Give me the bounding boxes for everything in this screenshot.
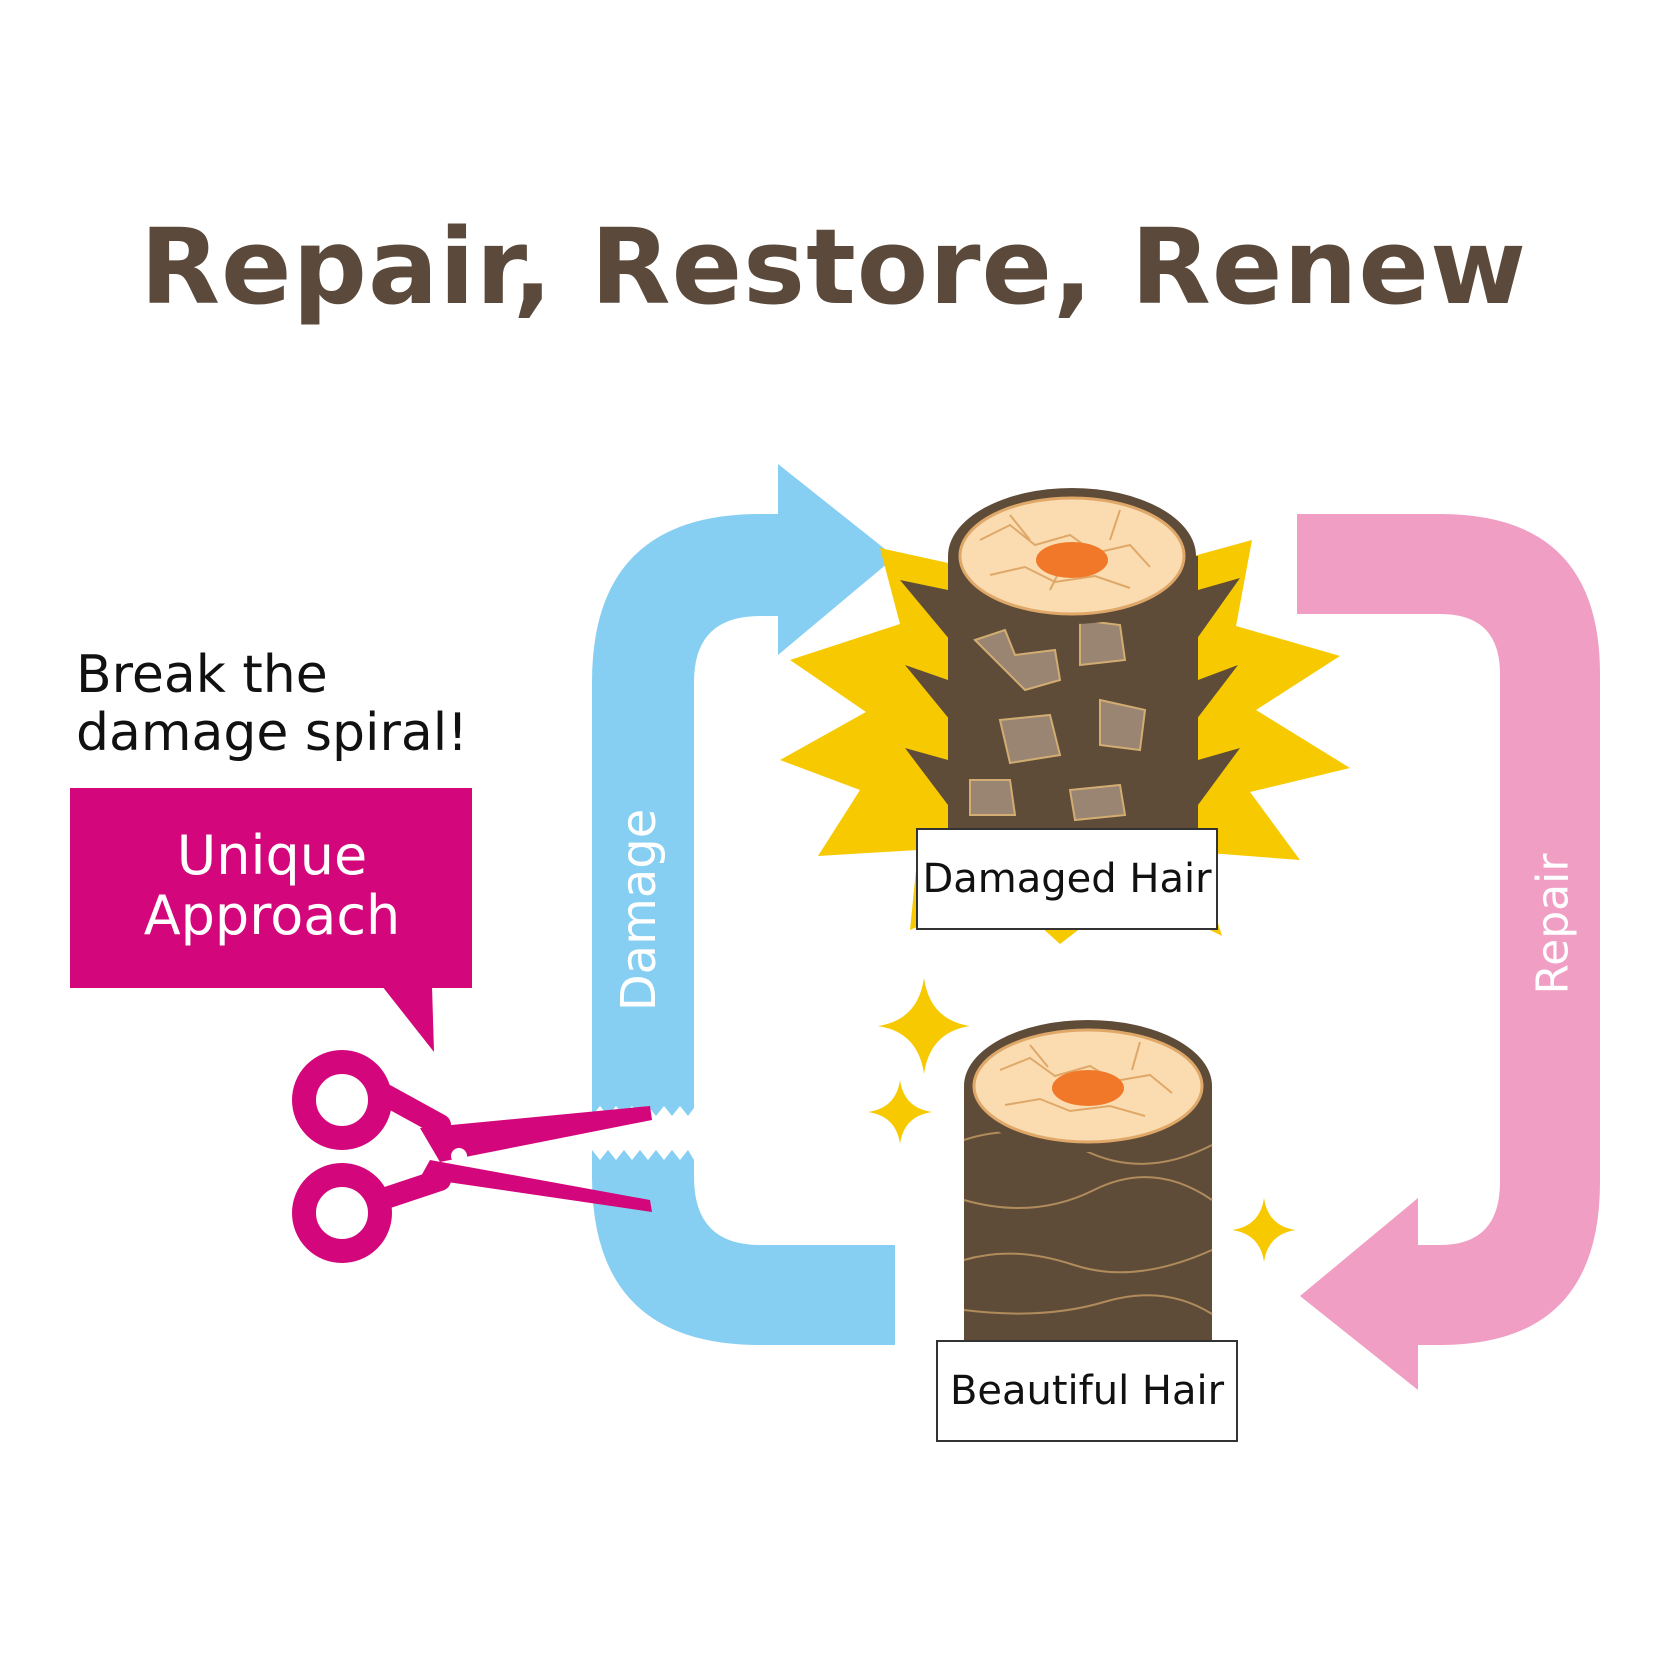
- repair-arrow-head: [1300, 1198, 1418, 1390]
- damaged-hair-label: Damaged Hair: [916, 828, 1218, 930]
- repair-arrow-body: [1297, 514, 1600, 1345]
- sparkle-icon: [868, 978, 1296, 1262]
- tagline-line-2: damage spiral!: [76, 703, 469, 763]
- page-title: Repair, Restore, Renew: [139, 206, 1528, 328]
- damage-arrow-label: Damage: [611, 808, 667, 1012]
- damaged-hair-illustration: [900, 488, 1240, 832]
- repair-arrow: [1297, 514, 1600, 1390]
- tagline-line-1: Break the: [76, 645, 328, 705]
- repair-arrow-label: Repair: [1527, 853, 1579, 995]
- beautiful-hair-label: Beautiful Hair: [936, 1340, 1238, 1442]
- tagline: Break the damage spiral!: [76, 646, 516, 762]
- approach-line-2: Approach: [143, 884, 401, 947]
- damage-arrow-head: [778, 464, 895, 655]
- approach-bubble-text: Unique Approach: [72, 826, 472, 946]
- approach-line-1: Unique: [176, 824, 368, 887]
- scissors-icon: [292, 1050, 652, 1263]
- approach-bubble: [70, 788, 472, 1052]
- beautiful-hair-illustration: [963, 1020, 1213, 1344]
